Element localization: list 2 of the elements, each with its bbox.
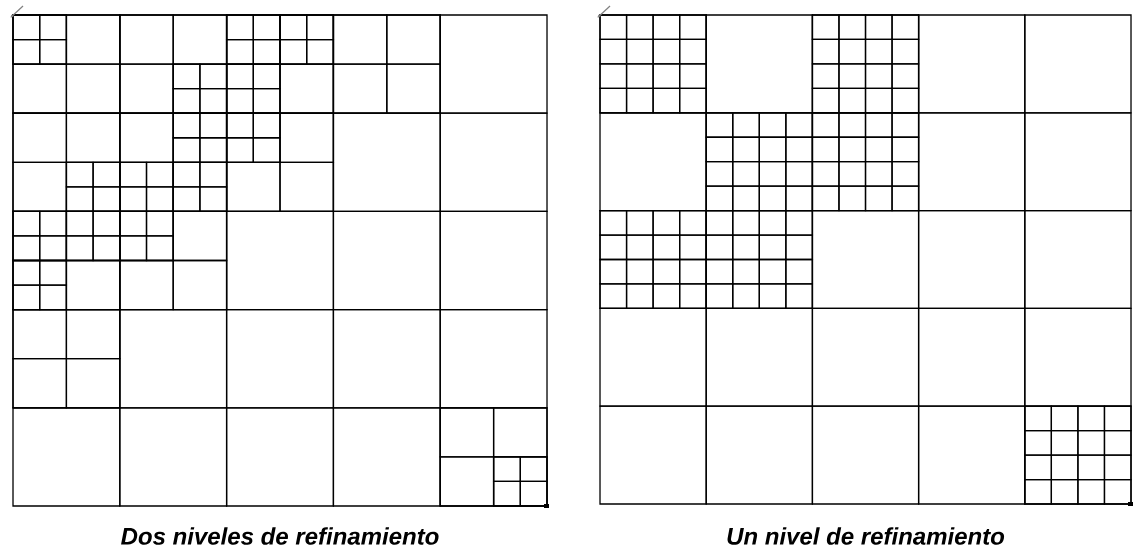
caption: Un nivel de refinamiento (727, 527, 1005, 545)
caption: Dos niveles de refinamiento (121, 527, 439, 545)
